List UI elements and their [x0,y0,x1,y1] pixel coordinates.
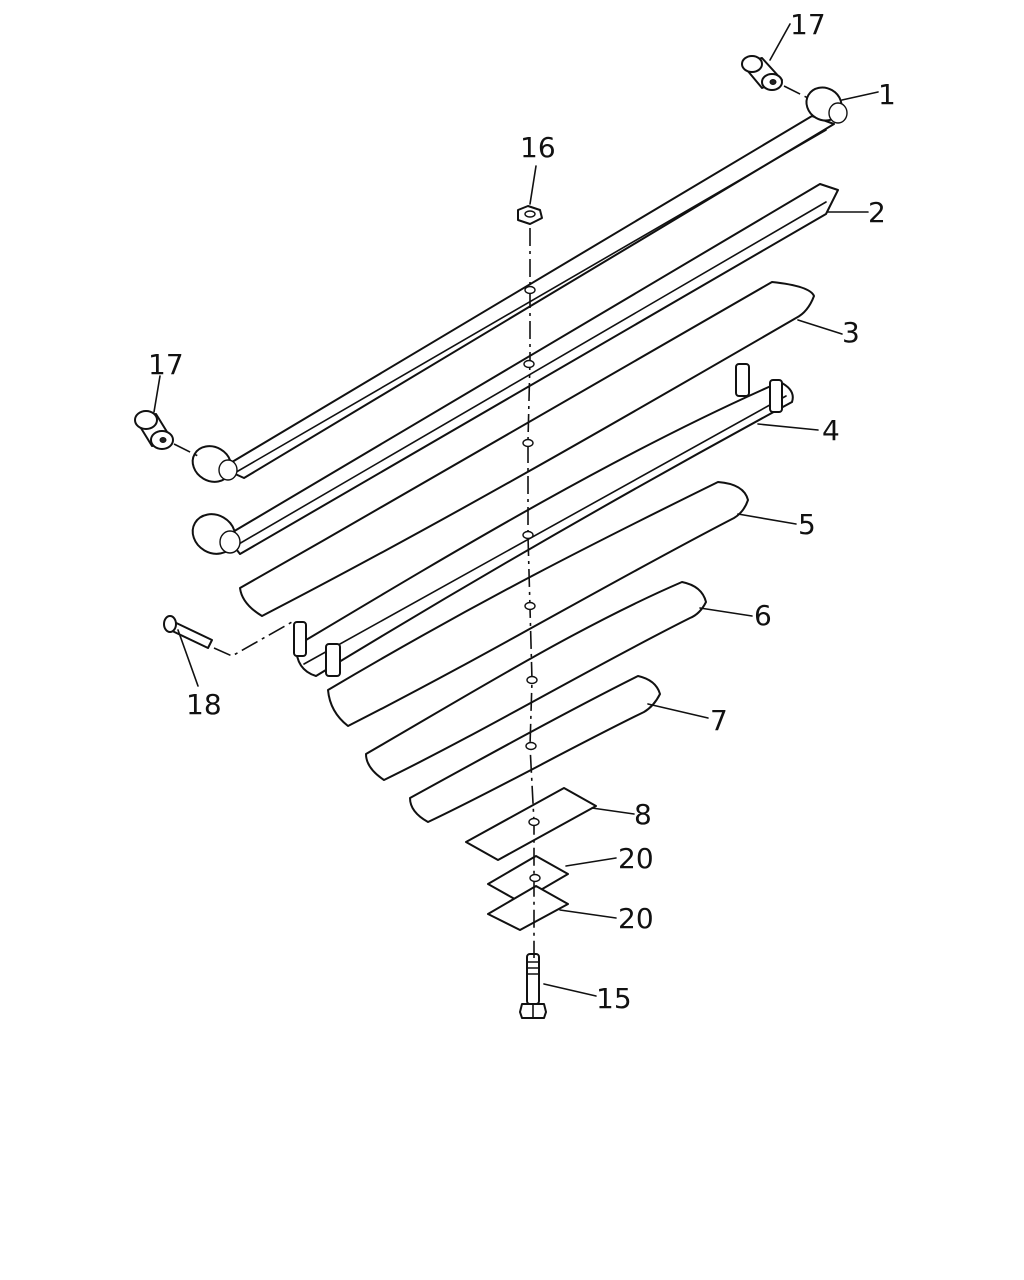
callout-17-left: 17 [148,348,184,381]
callout-5: 5 [798,508,816,541]
callout-20-lower: 20 [618,902,654,935]
bushing-17-upper [741,55,783,91]
center-bolt-15 [519,953,547,1019]
center-nut-16 [517,205,543,225]
callout-4: 4 [822,414,840,447]
callout-2: 2 [868,196,886,229]
eye-left-leaf-1 [191,445,238,483]
shackle-pin-18 [163,615,213,649]
eye-leaf-2 [191,513,241,555]
leaf-3 [239,281,815,617]
callout-3: 3 [842,316,860,349]
callout-1: 1 [878,78,896,111]
bushing-axis-upper [783,85,809,99]
spacer-plate-20-upper [487,855,569,903]
leaf-4-with-clips [293,363,794,677]
callout-20-upper: 20 [618,842,654,875]
callout-16: 16 [520,131,556,164]
callout-17-top: 17 [790,8,826,41]
pin-axis [213,621,293,657]
callout-8: 8 [634,798,652,831]
main-leaf-1 [191,86,848,483]
callout-7: 7 [710,704,728,737]
leaf-5 [327,481,749,727]
callout-6: 6 [754,599,772,632]
center-bolt-axis [522,228,541,958]
eye-right-leaf-1 [805,86,848,124]
bushing-axis-lower [173,443,199,457]
rebound-clip-right [735,363,783,413]
bushing-17-lower [134,410,174,450]
callout-15: 15 [596,982,632,1015]
callout-18: 18 [186,688,222,721]
leader-lines [153,23,879,997]
rebound-clip-left [293,621,341,677]
spacer-plate-20-lower [487,885,569,931]
